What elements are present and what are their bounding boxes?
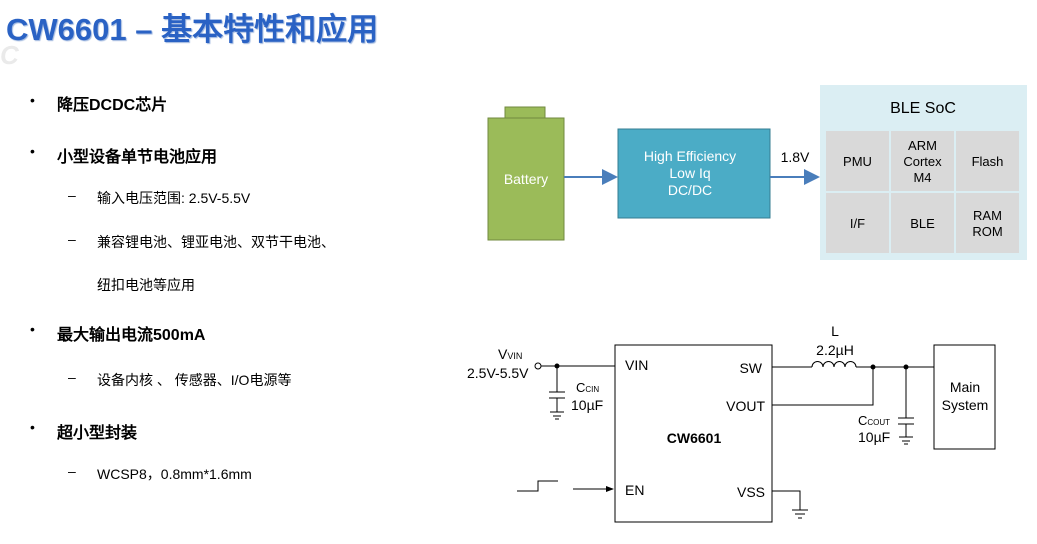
soc-cell-label: ARM [908,138,937,153]
soc-cell [891,131,954,191]
dcdc-label: High Efficiency [644,148,736,164]
main-system-box [933,344,996,450]
soc-cell [826,193,889,253]
bullet-2: 小型设备单节电池应用 [57,149,218,166]
inductor-icon [811,361,857,368]
dash-icon: – [68,369,76,385]
soc-title: BLE SoC [890,100,956,117]
pin-en: EN [625,482,644,498]
load-label: Main [950,379,980,395]
load-label: System [942,397,989,413]
dcdc-label: DC/DC [668,182,712,198]
soc-cell [891,193,954,253]
pin-sw: SW [739,360,762,376]
bullet-icon: • [30,321,35,337]
block-diagram: Battery High Efficiency Low Iq DC/DC 1.8… [487,85,1027,260]
chip-box [614,344,773,523]
bullet-4: 超小型封装 [57,425,138,442]
soc-cell-label: PMU [843,154,872,169]
soc-cell [956,193,1019,253]
soc-cell-label: M4 [913,170,931,185]
battery-block [487,117,565,241]
cin-value: 10µF [571,397,603,413]
page-title: CW6601 – 基本特性和应用 [6,12,379,47]
soc-cell-label: ROM [972,224,1002,239]
dcdc-block [617,128,771,219]
bullet-icon: • [30,419,35,435]
soc-cell-label: I/F [850,216,865,231]
cout-value: 10µF [858,429,890,445]
pin-vss: VSS [737,484,765,500]
soc-cell [956,131,1019,191]
chip-name: CW6601 [667,430,722,446]
vin-range: 2.5V-5.5V [467,365,529,381]
soc-cell-label: Cortex [903,154,942,169]
sub-bullet: WCSP8，0.8mm*1.6mm [97,466,252,482]
bullet-3: 最大输出电流500mA [57,327,206,344]
inductor-value: 2.2µH [816,342,854,358]
enable-step-icon [517,480,558,492]
dcdc-label: Low Iq [669,165,710,181]
bullet-icon: • [30,92,35,108]
input-terminal [534,362,542,370]
schematic: VVIN 2.5V-5.5V CCIN 10µF VIN SW VOUT CW6… [467,323,996,523]
soc-cell-label: BLE [910,216,935,231]
sub-bullet: 兼容锂电池、锂亚电池、双节干电池、 [97,234,335,250]
vin-label: VVIN [498,346,522,362]
inductor-label: L [831,323,839,339]
sub-bullet: 输入电压范围: 2.5V-5.5V [97,190,251,206]
soc-cell-label: RAM [973,208,1002,223]
battery-terminal [504,106,546,119]
sub-bullet: 设备内核 、 传感器、I/O电源等 [97,372,292,388]
voltage-label: 1.8V [781,149,810,165]
dash-icon: – [68,187,76,203]
pin-vout: VOUT [726,398,765,414]
sub-bullet-cont: 纽扣电池等应用 [97,277,195,293]
cout-label: CCOUT [858,413,890,428]
soc-cell [826,131,889,191]
logo-watermark: C. [0,40,19,70]
soc-cell-label: Flash [972,154,1004,169]
pin-vin: VIN [625,357,648,373]
battery-label: Battery [504,171,548,187]
cin-label: CCIN [576,380,599,395]
bullet-1: 降压DCDC芯片 [57,97,168,114]
dash-icon: – [68,231,76,247]
dash-icon: – [68,463,76,479]
bullet-icon: • [30,143,35,159]
